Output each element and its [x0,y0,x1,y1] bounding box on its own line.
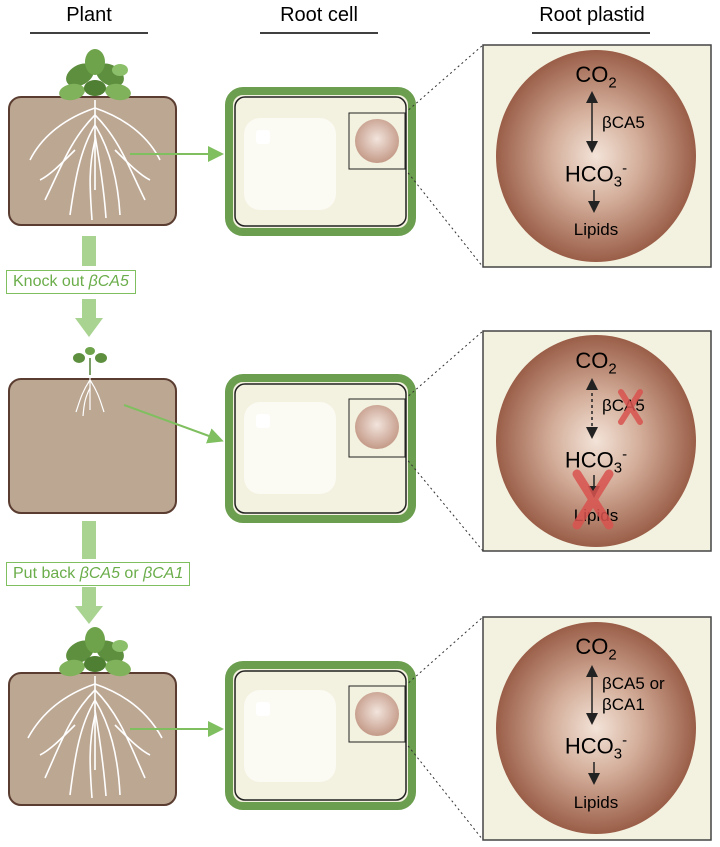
cross-large-icon [572,469,614,530]
co2-text: CO [575,348,609,373]
hco3-text: HCO [564,733,614,759]
cross-small-icon [618,389,643,425]
step-putback-label: Put back βCA5 or βCA1 [6,562,191,586]
knockout-gene: βCA5 [88,273,129,290]
header-plant: Plant [66,4,112,26]
lipids-label-3: Lipids [573,793,619,812]
plant-roots-2 [75,372,105,417]
hco3-sub: 3 [613,459,623,477]
co2-label-1: CO2 [566,62,626,91]
hco3-sup: - [622,446,628,463]
hco3-label-1: HCO3- [556,160,636,191]
hco3-sup: - [622,732,628,749]
step-arrow-1a [82,236,96,266]
plant-seedling-2 [73,347,107,375]
co2-text: CO [575,62,609,87]
zoom-box-1 [348,112,406,170]
plant-leaves-1 [59,49,131,101]
plant-roots-3 [27,676,163,799]
co2-sub: 2 [608,74,617,92]
plastid-2 [496,335,696,547]
co2-sub: 2 [608,646,617,664]
enzyme-label-3: βCA5 or βCA1 [602,673,665,715]
small-plastid-3 [355,692,399,736]
plastid-1 [496,50,696,262]
co2-sub: 2 [608,360,617,378]
lipids-label-1: Lipids [573,220,619,239]
step-knockout-label: Knock out βCA5 [6,270,136,294]
hco3-text: HCO [564,447,614,473]
enzyme-label-1: βCA5 [602,112,645,133]
enzyme-line: βCA5 or [602,674,665,693]
step-arrow-2a [82,521,96,559]
enzyme-line: βCA5 [602,113,645,132]
step-arrow-1b [82,299,96,319]
co2-label-2: CO2 [566,348,626,377]
arrow-plant-to-cell-2 [123,404,224,444]
header-root-cell: Root cell [280,4,358,26]
hco3-label-2: HCO3- [556,446,636,477]
hco3-sub: 3 [613,173,623,191]
small-plastid-1 [355,119,399,163]
hco3-text: HCO [564,161,614,187]
putback-gene1: βCA5 [79,565,120,582]
hco3-sub: 3 [613,745,623,763]
hco3-sup: - [622,160,628,177]
knockout-prefix: Knock out [13,273,89,290]
step-arrow-2b [82,587,96,607]
zoom-box-3 [348,685,406,743]
header-root-plastid: Root plastid [539,4,645,26]
plant-leaves-3 [59,627,131,677]
zoom-box-2 [348,398,406,458]
hco3-label-3: HCO3- [556,732,636,763]
putback-gene2: βCA1 [143,565,184,582]
co2-label-3: CO2 [566,634,626,663]
soil-box-3 [8,672,177,806]
plastid-3 [496,622,696,834]
enzyme-line: βCA1 [602,695,645,714]
soil-box-2 [8,378,177,514]
putback-mid: or [119,565,144,582]
putback-prefix: Put back [13,565,80,582]
co2-text: CO [575,634,609,659]
small-plastid-2 [355,405,399,449]
